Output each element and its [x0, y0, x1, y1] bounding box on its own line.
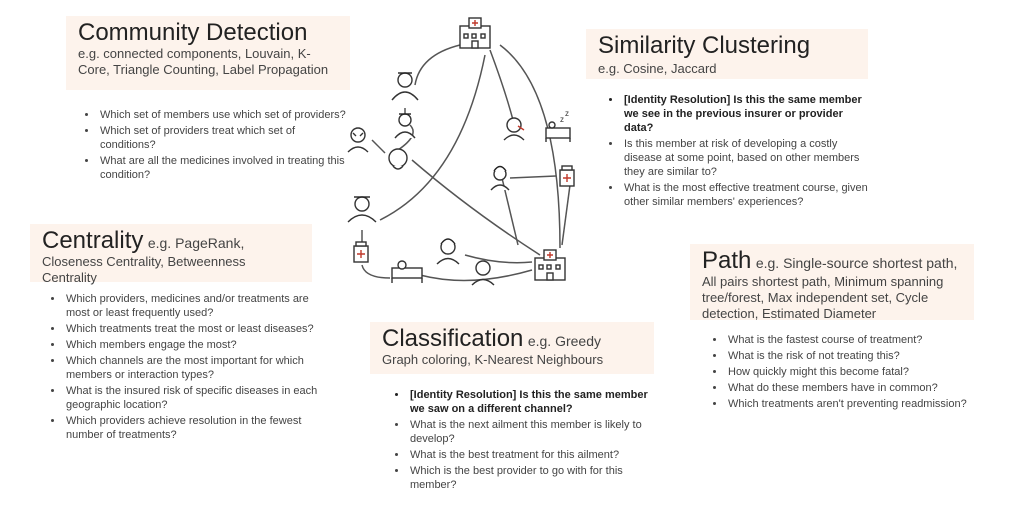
list-item: How quickly might this become fatal? — [726, 365, 1024, 379]
list-item: Which treatments aren't preventing readm… — [726, 397, 1024, 411]
path-title: Path — [702, 247, 752, 274]
list-item: What is the next ailment this member is … — [408, 418, 664, 446]
list-item: Which set of members use which set of pr… — [98, 108, 350, 122]
list-item: Which members engage the most? — [64, 338, 322, 352]
list-item: [Identity Resolution] Is this the same m… — [408, 388, 664, 416]
classification-header: Classification e.g. Greedy Graph colorin… — [370, 322, 654, 374]
centrality-title-line: Centrality e.g. PageRank, — [42, 228, 300, 254]
path-examples-inline: e.g. Single-source shortest path, — [755, 255, 958, 271]
list-item: Which set of providers treat which set o… — [98, 124, 350, 152]
hospital-icon — [534, 249, 566, 281]
graph-edges — [361, 44, 571, 282]
medicine-bottle-icon — [353, 241, 369, 263]
centrality-title: Centrality — [42, 227, 144, 254]
patient-bed-icon — [391, 260, 423, 283]
list-item: Which treatments treat the most or least… — [64, 322, 322, 336]
centrality-header: Centrality e.g. PageRank, Closeness Cent… — [30, 224, 312, 285]
list-item: Which is the best provider to go with fo… — [408, 464, 664, 492]
similarity-clustering-examples: e.g. Cosine, Jaccard — [598, 61, 717, 76]
hospital-icon — [459, 17, 491, 49]
centrality-questions: Which providers, medicines and/or treatm… — [44, 292, 322, 444]
path-header: Path e.g. Single-source shortest path, A… — [690, 244, 974, 321]
path-title-line: Path e.g. Single-source shortest path, — [702, 248, 962, 274]
man-icon — [471, 260, 495, 286]
list-item: What do these members have in common? — [726, 381, 1024, 395]
thermometer-person-icon — [503, 117, 525, 141]
path-questions: What is the fastest course of treatment?… — [706, 333, 1024, 413]
community-detection-examples: e.g. connected components, Louvain, K-Co… — [78, 46, 329, 77]
list-item: What are all the medicines involved in t… — [98, 154, 350, 182]
sick-person-icon — [347, 127, 369, 153]
list-item: Which providers achieve resolution in th… — [64, 414, 322, 442]
graph-nodes: z z — [347, 17, 575, 286]
classification-title-line: Classification e.g. Greedy — [382, 326, 642, 352]
similarity-clustering-title: Similarity Clustering — [598, 32, 811, 59]
list-item: What is the risk of not treating this? — [726, 349, 1024, 363]
woman-icon — [490, 165, 510, 191]
classification-title: Classification — [382, 325, 524, 352]
medicine-bottle-icon — [559, 165, 575, 187]
community-detection-title: Community Detection — [78, 19, 308, 46]
list-item: What is the fastest course of treatment? — [726, 333, 1024, 347]
path-examples: All pairs shortest path, Minimum spannin… — [702, 274, 944, 321]
list-item: What is the best treatment for this ailm… — [408, 448, 664, 462]
network-graph: z z — [347, 17, 575, 286]
community-detection-questions: Which set of members use which set of pr… — [78, 108, 350, 184]
list-item: Is this member at risk of developing a c… — [622, 137, 872, 179]
woman-icon — [436, 238, 460, 265]
similarity-clustering-questions: [Identity Resolution] Is this the same m… — [602, 93, 872, 211]
list-item: What is the insured risk of specific dis… — [64, 384, 322, 412]
similarity-clustering-header: Similarity Clustering e.g. Cosine, Jacca… — [586, 29, 868, 79]
doctor-icon — [391, 72, 419, 101]
nurse-icon — [394, 113, 416, 139]
list-item: [Identity Resolution] Is this the same m… — [622, 93, 872, 135]
medic-icon — [347, 196, 377, 223]
classification-examples-inline: e.g. Greedy — [527, 333, 601, 349]
classification-questions: [Identity Resolution] Is this the same m… — [388, 388, 664, 494]
list-item: Which channels are the most important fo… — [64, 354, 322, 382]
centrality-examples-inline: e.g. PageRank, — [147, 235, 245, 251]
svg-text:z: z — [560, 115, 564, 124]
sleeping-bed-icon: z z — [545, 109, 571, 142]
centrality-examples: Closeness Centrality, Betweenness Centra… — [42, 254, 246, 285]
svg-text:z: z — [565, 109, 569, 118]
list-item: What is the most effective treatment cou… — [622, 181, 872, 209]
list-item: Which providers, medicines and/or treatm… — [64, 292, 322, 320]
community-detection-header: Community Detection e.g. connected compo… — [66, 16, 350, 90]
sick-head-icon — [388, 148, 408, 170]
classification-examples: Graph coloring, K-Nearest Neighbours — [382, 352, 604, 367]
